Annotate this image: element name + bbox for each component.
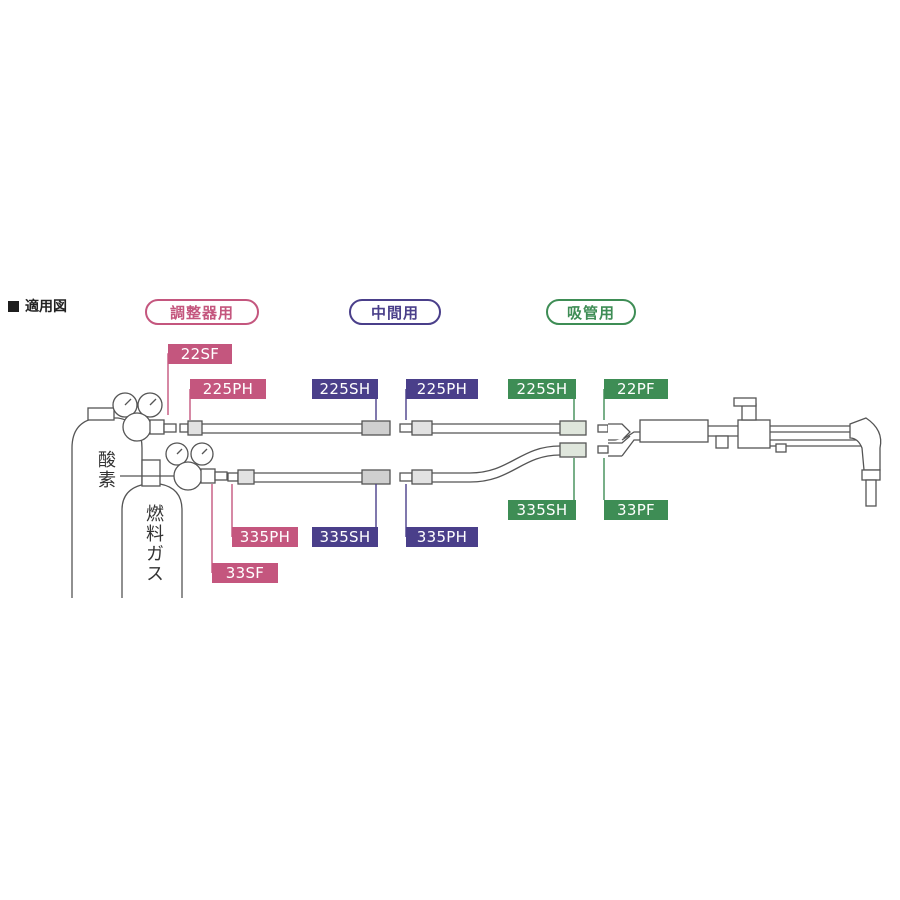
section-heading: 適用図 [8,296,67,316]
fuel-regulator [120,442,228,491]
bottom-hose-section-1 [227,469,391,485]
tag-335SH-intermediate: 335SH [312,527,378,547]
tag-335PH-regulator: 335PH [232,527,298,547]
tag-33SF: 33SF [212,563,278,583]
tag-33PF: 33PF [604,500,668,520]
top-hose-section-2 [399,420,587,436]
top-hose-section-1 [179,420,391,436]
category-blowpipe: 吸管用 [546,299,636,325]
category-intermediate: 中間用 [349,299,441,325]
heading-text: 適用図 [25,299,67,315]
blowpipe-torch [597,397,882,507]
bottom-hose-section-2 [399,442,587,485]
tag-22SF: 22SF [168,344,232,364]
tag-225PH-regulator: 225PH [190,379,266,399]
tag-225SH-blowpipe: 225SH [508,379,576,399]
oxygen-regulator [112,392,177,442]
tag-225PH-intermediate: 225PH [406,379,478,399]
tag-225SH-intermediate: 225SH [312,379,378,399]
tag-22PF: 22PF [604,379,668,399]
tag-335PH-intermediate: 335PH [406,527,478,547]
category-regulator: 調整器用 [145,299,259,325]
tag-335SH-blowpipe: 335SH [508,500,576,520]
heading-bullet-icon [8,300,19,312]
fuel-tank-label: 燃料ガス [143,504,164,584]
oxygen-tank-label: 酸素 [95,450,116,490]
fuel-gas-tank [121,459,183,598]
